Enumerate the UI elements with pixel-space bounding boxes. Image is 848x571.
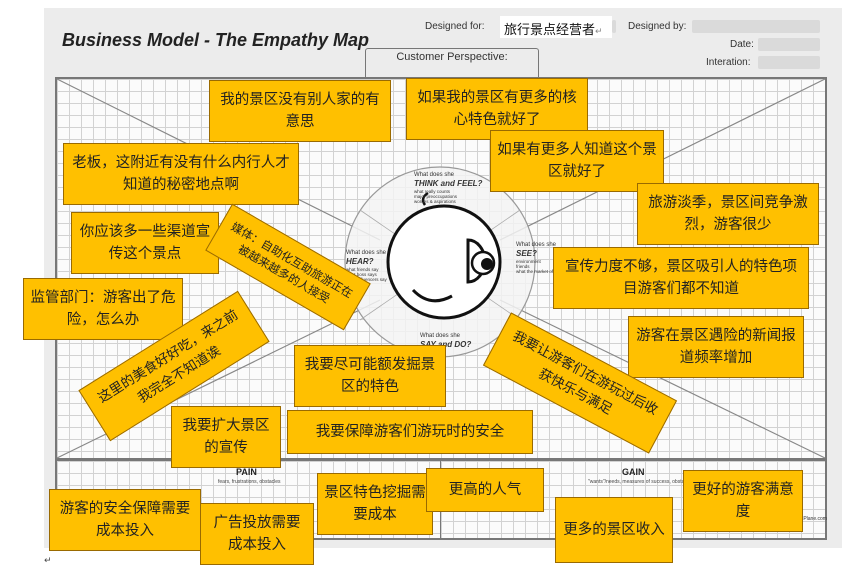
sticky-note[interactable]: 更高的人气 bbox=[426, 468, 544, 512]
designed-for-field-end bbox=[612, 20, 616, 33]
face-icon bbox=[386, 191, 502, 320]
sticky-note[interactable]: 广告投放需要成本投入 bbox=[200, 503, 314, 565]
gain-subtitle: "wants"/needs, measures of success, obst… bbox=[588, 479, 694, 485]
gain-label: GAIN bbox=[622, 467, 645, 477]
pain-label: PAIN bbox=[236, 467, 257, 477]
designed-for-field[interactable]: 旅行景点经营者↵ bbox=[500, 16, 612, 38]
page-title: Business Model - The Empathy Map bbox=[62, 30, 370, 50]
iteration-field[interactable] bbox=[758, 56, 820, 69]
sticky-note[interactable]: 我的景区没有别人家的有意思 bbox=[209, 80, 391, 142]
sticky-note[interactable]: 宣传力度不够，景区吸引人的特色项目游客们都不知道 bbox=[553, 247, 809, 309]
sticky-note[interactable]: 游客的安全保障需要成本投入 bbox=[49, 489, 201, 551]
sticky-note[interactable]: 更好的游客满意度 bbox=[683, 470, 803, 532]
sticky-note[interactable]: 景区特色挖掘需要成本 bbox=[317, 473, 433, 535]
paragraph-mark: ↵ bbox=[44, 556, 52, 566]
say-do-label: What does sheSAY and DO? bbox=[420, 333, 472, 349]
date-field[interactable] bbox=[758, 38, 820, 51]
sticky-note[interactable]: 老板，这附近有没有什么内行人才知道的秘密地点啊 bbox=[63, 143, 299, 205]
sticky-note[interactable]: 如果有更多人知道这个景区就好了 bbox=[490, 130, 664, 192]
customer-perspective-label: Customer Perspective: bbox=[396, 51, 508, 63]
designed-for-value: 旅行景点经营者 bbox=[504, 23, 596, 38]
sticky-note[interactable]: 游客在景区遇险的新闻报道频率增加 bbox=[628, 316, 804, 378]
sticky-note[interactable]: 你应该多一些渠道宣传这个景点 bbox=[71, 212, 219, 274]
credit-text: XPlane.com bbox=[800, 516, 827, 522]
customer-perspective-tab: Customer Perspective: bbox=[365, 48, 539, 78]
sticky-note[interactable]: 旅游淡季，景区间竞争激烈，游客很少 bbox=[637, 183, 819, 245]
designed-by-label: Designed by: bbox=[628, 21, 687, 32]
sticky-note[interactable]: 监管部门：游客出了危险，怎么办 bbox=[23, 278, 183, 340]
designed-by-field[interactable] bbox=[692, 20, 820, 33]
sticky-note[interactable]: 我要尽可能额发掘景区的特色 bbox=[294, 345, 446, 407]
pain-subtitle: fears, frustrations, obstacles bbox=[218, 479, 281, 485]
sticky-note[interactable]: 如果我的景区有更多的核心特色就好了 bbox=[406, 78, 588, 140]
designed-for-label: Designed for: bbox=[425, 21, 485, 32]
sticky-note[interactable]: 我要扩大景区的宣传 bbox=[171, 406, 281, 468]
iteration-label: Interation: bbox=[706, 57, 751, 68]
date-label: Date: bbox=[730, 39, 754, 50]
sticky-note[interactable]: 更多的景区收入 bbox=[555, 497, 673, 563]
sticky-note[interactable]: 我要保障游客们游玩时的安全 bbox=[287, 410, 533, 454]
